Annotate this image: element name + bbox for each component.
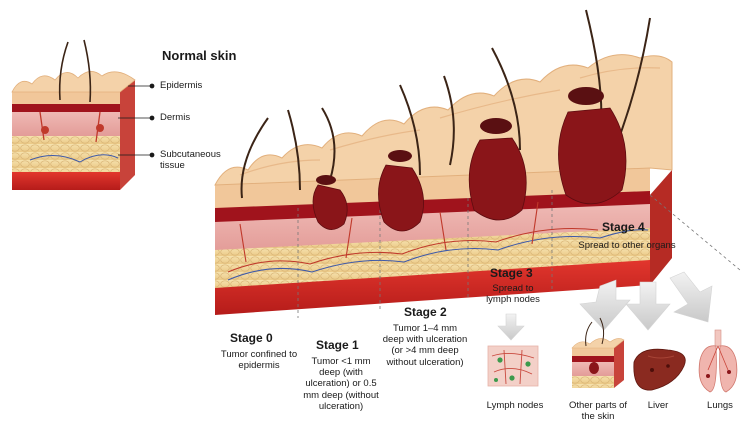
liver-illustration — [634, 349, 685, 390]
normal-skin-title: Normal skin — [162, 48, 236, 63]
stage-4-title: Stage 4 — [602, 220, 645, 234]
stage-0-title: Stage 0 — [230, 331, 273, 345]
stage-1-title: Stage 1 — [316, 338, 359, 352]
lungs-label: Lungs — [700, 400, 740, 411]
dermis-label: Dermis — [160, 112, 190, 123]
skin-cross-section — [215, 10, 740, 318]
other-skin-illustration — [572, 318, 624, 388]
stage-0-description: Tumor confined to epidermis — [220, 349, 298, 371]
stage-3-title: Stage 3 — [490, 266, 533, 280]
lymph-nodes-label: Lymph nodes — [480, 400, 550, 411]
other-skin-label: Other parts of the skin — [568, 400, 628, 422]
lymph-node-illustration — [488, 346, 538, 386]
epidermis-label: Epidermis — [160, 80, 202, 91]
lungs-illustration — [699, 330, 737, 392]
liver-label: Liver — [640, 400, 676, 411]
stage-2-description: Tumor 1–4 mm deep with ulceration (or >4… — [382, 323, 468, 368]
stage-1-description: Tumor <1 mm deep (with ulceration) or 0.… — [300, 356, 382, 412]
stage3-arrow — [498, 314, 524, 340]
normal-skin-block — [12, 40, 135, 190]
subcutaneous-tissue-label: Subcutaneous tissue — [160, 149, 236, 171]
stage-3-description: Spread to lymph nodes — [480, 283, 546, 305]
stage-2-title: Stage 2 — [404, 305, 447, 319]
stage-4-description: Spread to other organs — [572, 240, 682, 251]
